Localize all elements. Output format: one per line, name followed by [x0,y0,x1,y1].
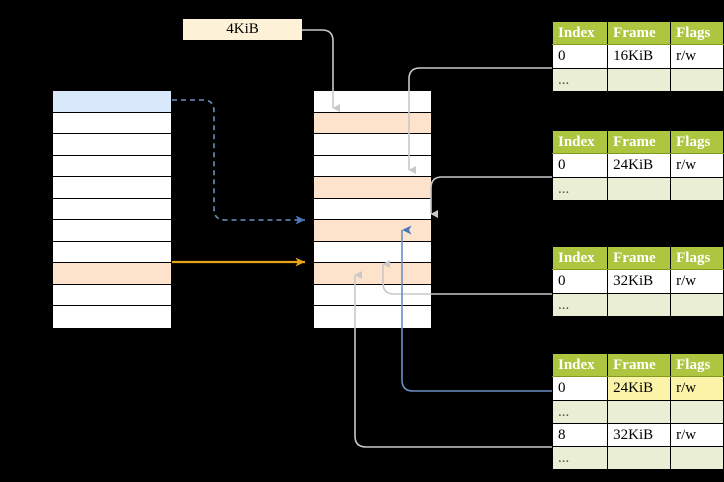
column-header-flags: Flags [670,20,724,46]
column-header-index: Index [551,129,609,155]
virtual-address-row [53,91,171,113]
cell-frame: 16KiB [607,44,672,69]
column-header-frame: Frame [607,245,672,271]
physical-memory-row [314,91,431,113]
physical-memory-row [314,306,431,328]
cell-flags: r/w [670,376,724,401]
cell-frame [607,292,672,317]
cell-flags: r/w [670,422,724,448]
physical-memory-row [314,199,431,220]
cell-flags: r/w [670,44,724,69]
physical-memory-row [314,134,431,156]
physical-memory-row [314,285,431,306]
page-size-text: 4KiB [226,21,259,37]
cell-index: 0 [551,376,609,401]
virtual-address-row [53,177,171,199]
cell-flags [670,292,724,317]
column-header-flags: Flags [670,129,724,155]
page-table-ellipsis-row: ... [551,67,724,92]
physical-memory-row [314,263,431,285]
page-size-label: 4KiB [183,19,302,40]
column-header-index: Index [551,245,609,271]
cell-index: 0 [551,269,609,294]
physical-memory-row [314,220,431,242]
virtual-address-row [53,285,171,306]
cell-frame: 32KiB [607,269,672,294]
virtual-address-row [53,220,171,242]
cell-flags [670,399,724,424]
virtual-address-row [53,134,171,156]
cell-frame [607,67,672,92]
cell-index: ... [551,176,609,201]
cell-frame: 32KiB [607,422,672,448]
virtual-address-row [53,199,171,220]
cell-frame [607,445,672,471]
cell-flags [670,445,724,471]
column-header-frame: Frame [607,20,672,46]
column-header-frame: Frame [607,129,672,155]
page-table-ellipsis-row: ... [551,445,724,471]
virtual-address-row [53,242,171,263]
cell-frame [607,399,672,424]
page-table-ellipsis-row: ... [551,176,724,201]
physical-memory-row [314,242,431,263]
cell-index: 0 [551,153,609,178]
cell-index: 8 [551,422,609,448]
cell-index: ... [551,445,609,471]
column-header-flags: Flags [670,245,724,271]
virtual-address-row [53,113,171,134]
physical-memory-row [314,177,431,199]
cell-index: ... [551,67,609,92]
cell-frame: 24KiB [607,153,672,178]
virtual-address-row [53,306,171,328]
virtual-address-row [53,263,171,285]
column-header-flags: Flags [670,352,724,378]
physical-memory-column [313,90,432,329]
cell-index: ... [551,399,609,424]
cell-index: ... [551,292,609,317]
cell-index: 0 [551,44,609,69]
page-table-ellipsis-row: ... [551,292,724,317]
cell-flags: r/w [670,269,724,294]
column-header-frame: Frame [607,352,672,378]
physical-memory-row [314,113,431,134]
cell-frame: 24KiB [607,376,672,401]
physical-memory-row [314,156,431,177]
cell-frame [607,176,672,201]
column-header-index: Index [551,352,609,378]
page-table-ellipsis-row: ... [551,399,724,424]
cell-flags [670,67,724,92]
virtual-address-column [52,90,172,329]
virtual-address-row [53,156,171,177]
cell-flags: r/w [670,153,724,178]
cell-flags [670,176,724,201]
column-header-index: Index [551,20,609,46]
